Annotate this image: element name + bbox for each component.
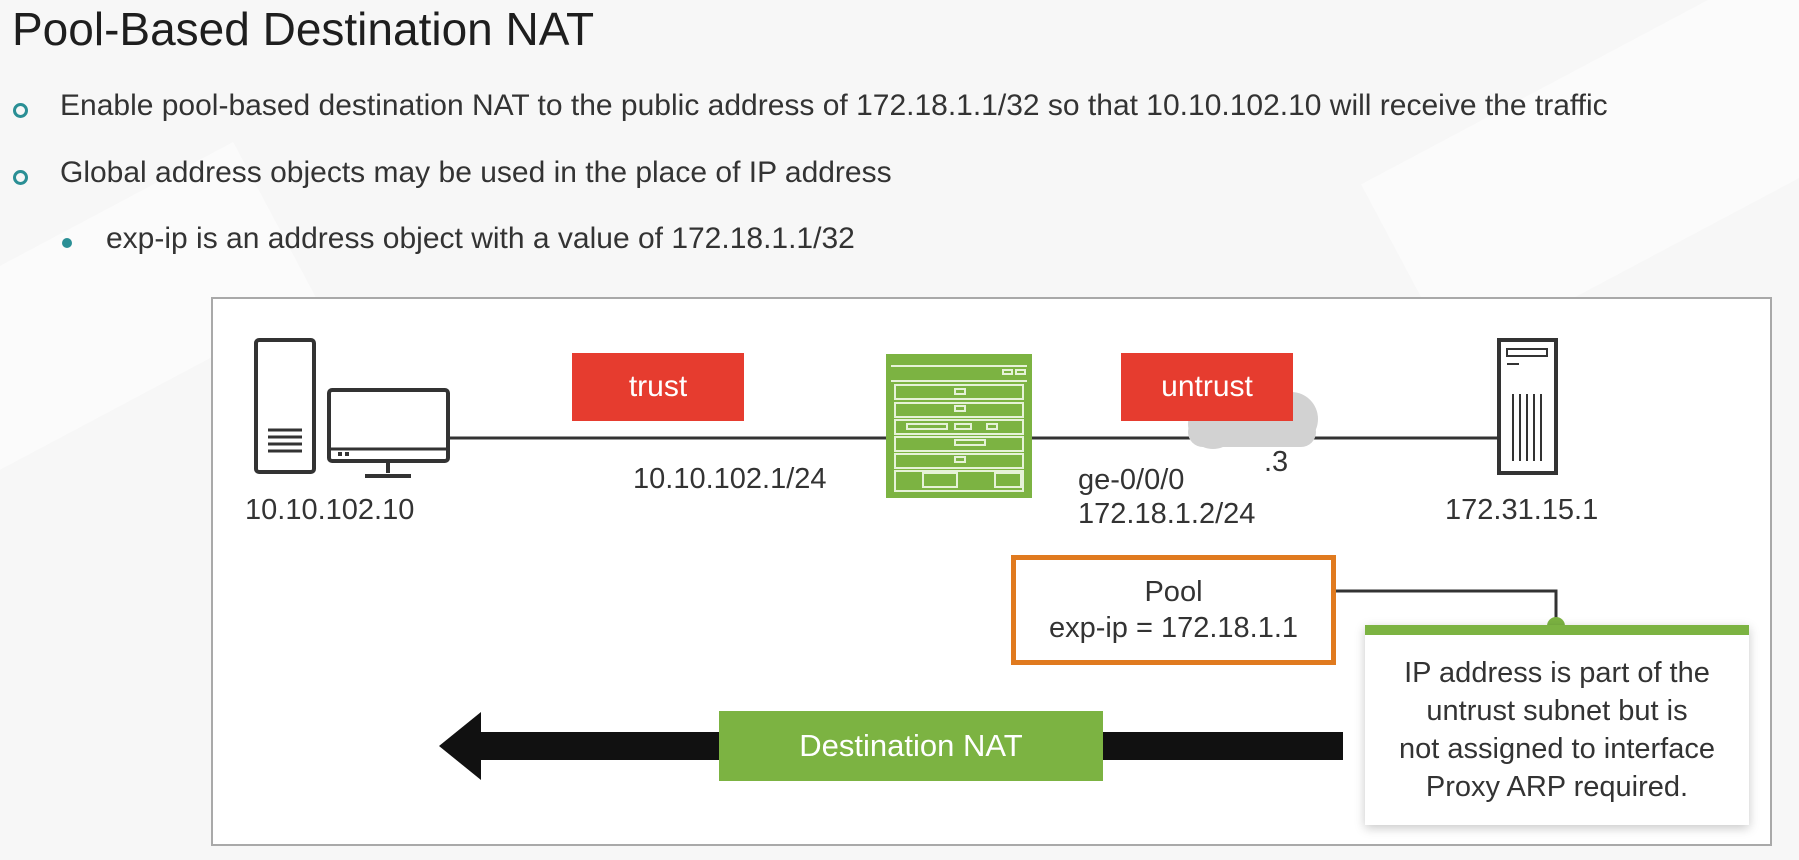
untrust-interface-name-label: ge-0/0/0 [1078, 464, 1185, 496]
destination-nat-label: Destination NAT [719, 711, 1103, 781]
proxy-arp-note: IP address is part of the untrust subnet… [1365, 625, 1749, 825]
slide-title: Pool-Based Destination NAT [12, 3, 595, 55]
nat-diagram: trust untrust 10.10.102.10 10.10.102.1/2… [211, 297, 1772, 846]
host-ip-label: 10.10.102.10 [245, 494, 415, 526]
dnat-arrow-tail [1101, 732, 1343, 760]
pool-value: exp-ip = 172.18.1.1 [1048, 612, 1299, 644]
trust-interface-ip-label: 10.10.102.1/24 [633, 463, 827, 495]
bullet-text: Enable pool-based destination NAT to the… [60, 89, 1608, 122]
pool-connector-line [1336, 589, 1558, 626]
bullet-ring-icon [13, 170, 28, 185]
sub-bullet-text: exp-ip is an address object with a value… [106, 222, 855, 255]
host-tower-icon [254, 338, 316, 474]
host-monitor-icon [327, 388, 450, 478]
untrust-zone-label: untrust [1121, 353, 1293, 421]
bullet-text: Global address objects may be used in th… [60, 156, 892, 189]
bullet-dot-icon [62, 238, 72, 248]
untrust-interface-ip-label: 172.18.1.2/24 [1078, 498, 1256, 530]
server-ip-label: 172.31.15.1 [1445, 494, 1599, 526]
trust-zone-label: trust [572, 353, 744, 421]
dnat-arrow-shaft [461, 732, 721, 760]
firewall-device-icon [886, 354, 1032, 498]
nat-pool-box: Pool exp-ip = 172.18.1.1 [1011, 555, 1336, 665]
server-icon [1497, 338, 1558, 475]
pool-title: Pool [1144, 576, 1203, 608]
note-line: Proxy ARP required. [1425, 771, 1689, 803]
note-line: not assigned to interface [1399, 733, 1715, 765]
gateway-suffix-label: .3 [1264, 446, 1289, 478]
note-line: IP address is part of the [1404, 657, 1710, 689]
note-line: untrust subnet but is [1426, 695, 1688, 727]
bullet-ring-icon [13, 103, 28, 118]
dnat-arrow-head-icon [439, 712, 481, 780]
